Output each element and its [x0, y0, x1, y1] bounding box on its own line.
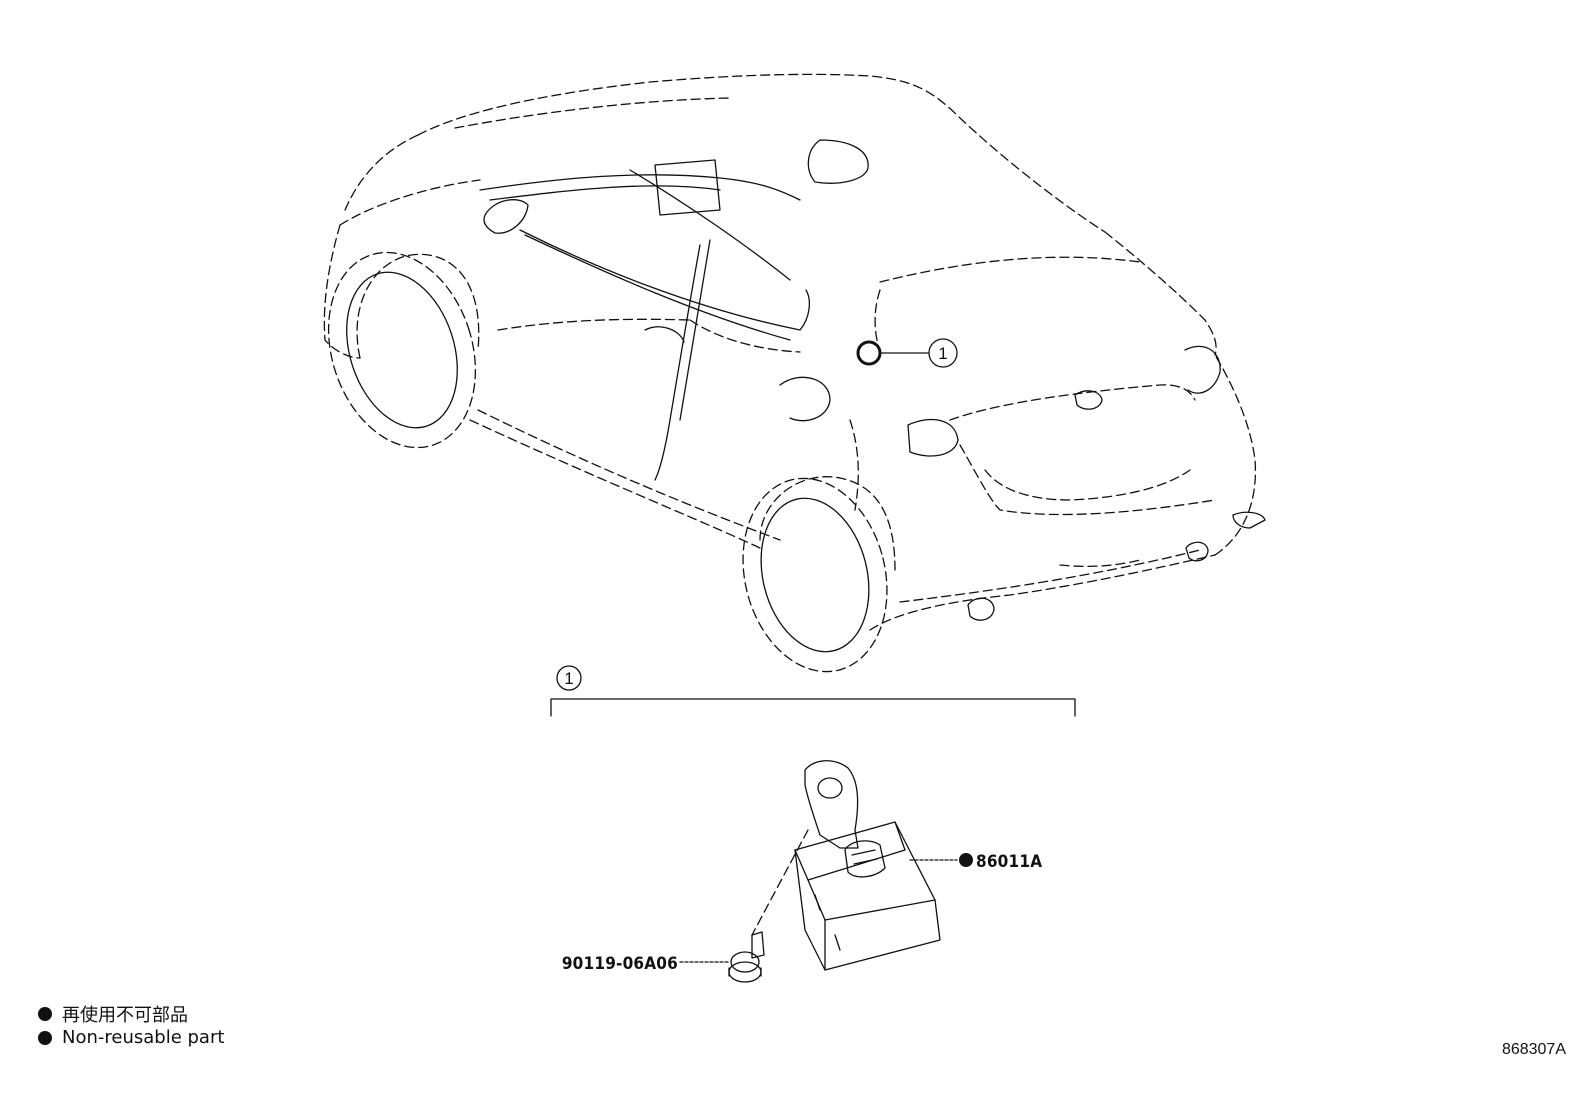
legend-english: Non-reusable part [38, 1027, 224, 1048]
part-label-90119-06A06: 90119-06A06 [562, 954, 678, 974]
rear-wheel [742, 477, 888, 673]
group-bracket [550, 698, 1076, 717]
legend-bullet-icon [38, 1007, 52, 1021]
legend-english-text: Non-reusable part [62, 1027, 225, 1048]
callout-circle-group [556, 665, 582, 691]
legend-japanese-text: 再使用不可部品 [62, 1005, 188, 1026]
bolt-drawing [728, 931, 765, 983]
interior-structure [479, 139, 1266, 621]
sensor-location-marker [856, 340, 882, 366]
install-dashed-line [751, 829, 809, 936]
figure-id: 868307A [1501, 1041, 1566, 1058]
vehicle-outline [323, 73, 1257, 631]
callout-number-group: 1 [564, 669, 573, 688]
sensor-assembly-drawing [794, 760, 941, 971]
legend-japanese: 再使用不可部品 [38, 1001, 188, 1027]
legend-bullet-icon [38, 1030, 52, 1045]
callout-number-vehicle: 1 [938, 344, 947, 363]
front-wheel [327, 251, 477, 449]
part-label-86011A: 86011A [976, 852, 1042, 872]
non-reusable-marker [959, 853, 973, 867]
callout-circle-vehicle [928, 338, 958, 368]
